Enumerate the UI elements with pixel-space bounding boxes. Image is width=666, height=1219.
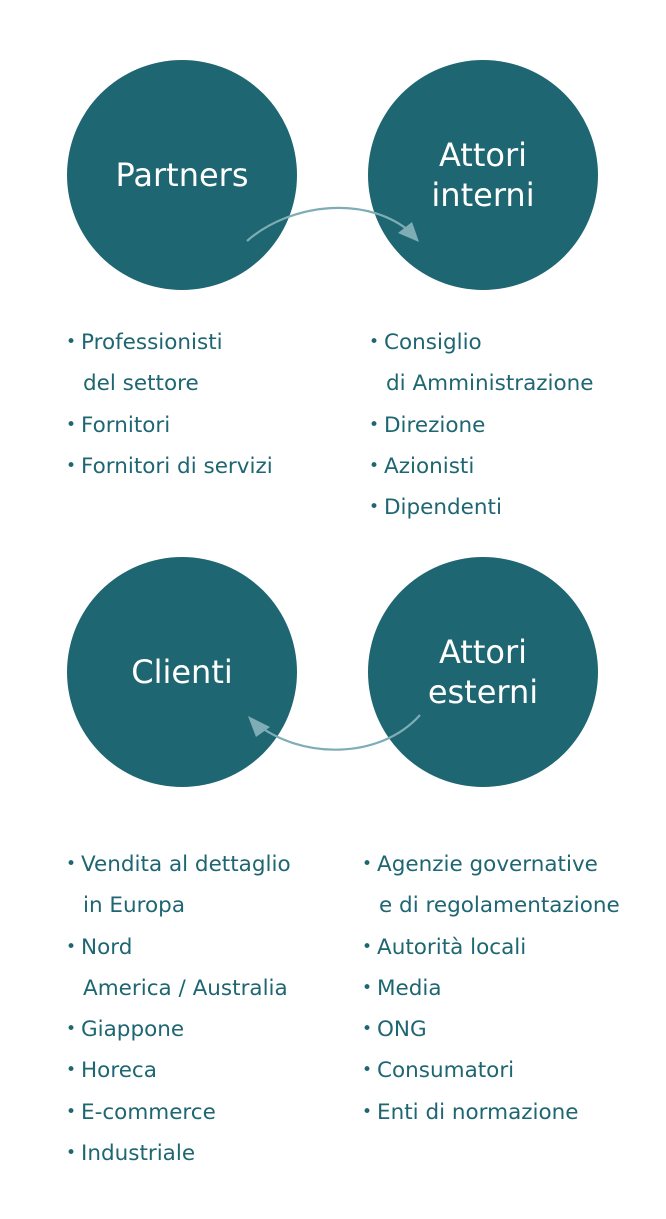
list-item-continuation: di Amministrazione xyxy=(386,371,594,397)
node-label-line: esterni xyxy=(427,673,539,711)
node-clienti: Clienti xyxy=(67,557,297,787)
list-item-text: Dipendenti xyxy=(384,495,502,521)
list-item-text: Media xyxy=(377,975,442,1001)
list-item: E-commerce xyxy=(66,1092,291,1134)
list-item-continuation: del settore xyxy=(83,371,199,397)
list-item-text: Fornitori di servizi xyxy=(81,453,273,479)
list-item: ONG xyxy=(362,1009,620,1051)
list-item: Azionisti xyxy=(369,446,594,488)
list-item-text: Nord xyxy=(81,934,133,960)
node-label-line: Clienti xyxy=(131,653,233,691)
node-label-line: Attori xyxy=(438,633,528,671)
list-item-continuation: in Europa xyxy=(83,893,185,919)
list-item: Professionisti del settore xyxy=(66,322,273,405)
list-item: Fornitori xyxy=(66,405,273,447)
list-item: Industriale xyxy=(66,1133,291,1175)
list-item: Fornitori di servizi xyxy=(66,446,273,488)
list-item: Autorità locali xyxy=(362,927,620,969)
list-item-text: Direzione xyxy=(384,412,486,438)
list-item: Horeca xyxy=(66,1050,291,1092)
list-item: Direzione xyxy=(369,405,594,447)
node-label-line: interni xyxy=(431,176,535,214)
list-item-text: E-commerce xyxy=(81,1099,216,1125)
list-item-text: Enti di normazione xyxy=(377,1099,579,1125)
list-attori-esterni: Agenzie governative e di regolamentazione… xyxy=(362,844,620,1133)
node-label-line: Partners xyxy=(115,156,249,194)
list-item: Giappone xyxy=(66,1009,291,1051)
list-attori-interni: Consiglio di AmministrazioneDirezioneAzio… xyxy=(369,322,594,529)
list-item-text: Horeca xyxy=(81,1058,157,1084)
list-item-text: Fornitori xyxy=(81,412,171,438)
list-item: Agenzie governative e di regolamentazione xyxy=(362,844,620,927)
node-label-line: Attori xyxy=(438,136,528,174)
list-item-text: Consiglio xyxy=(384,330,482,355)
list-item-continuation: e di regolamentazione xyxy=(379,893,620,919)
list-partners: Professionisti del settoreFornitoriFornit… xyxy=(66,322,273,487)
list-item: Consiglio di Amministrazione xyxy=(369,322,594,405)
list-item-continuation: America / Australia xyxy=(83,975,288,1001)
list-item-text: Agenzie governative xyxy=(377,852,598,877)
list-item-text: Giappone xyxy=(81,1017,185,1043)
node-partners: Partners xyxy=(67,60,297,290)
list-item: Enti di normazione xyxy=(362,1092,620,1134)
list-item: Media xyxy=(362,968,620,1010)
list-item-text: ONG xyxy=(377,1017,427,1043)
list-item-text: Industriale xyxy=(81,1141,196,1167)
list-item-text: Vendita al dettaglio xyxy=(81,852,291,877)
list-item-text: Professionisti xyxy=(81,330,223,355)
list-item-text: Azionisti xyxy=(384,453,475,479)
list-item: Vendita al dettaglio in Europa xyxy=(66,844,291,927)
list-clienti: Vendita al dettaglio in EuropaNordAmerica… xyxy=(66,844,291,1175)
list-item-text: Autorità locali xyxy=(377,934,527,960)
list-item: Consumatori xyxy=(362,1050,620,1092)
list-item-text: Consumatori xyxy=(377,1058,515,1084)
list-item: Dipendenti xyxy=(369,487,594,529)
